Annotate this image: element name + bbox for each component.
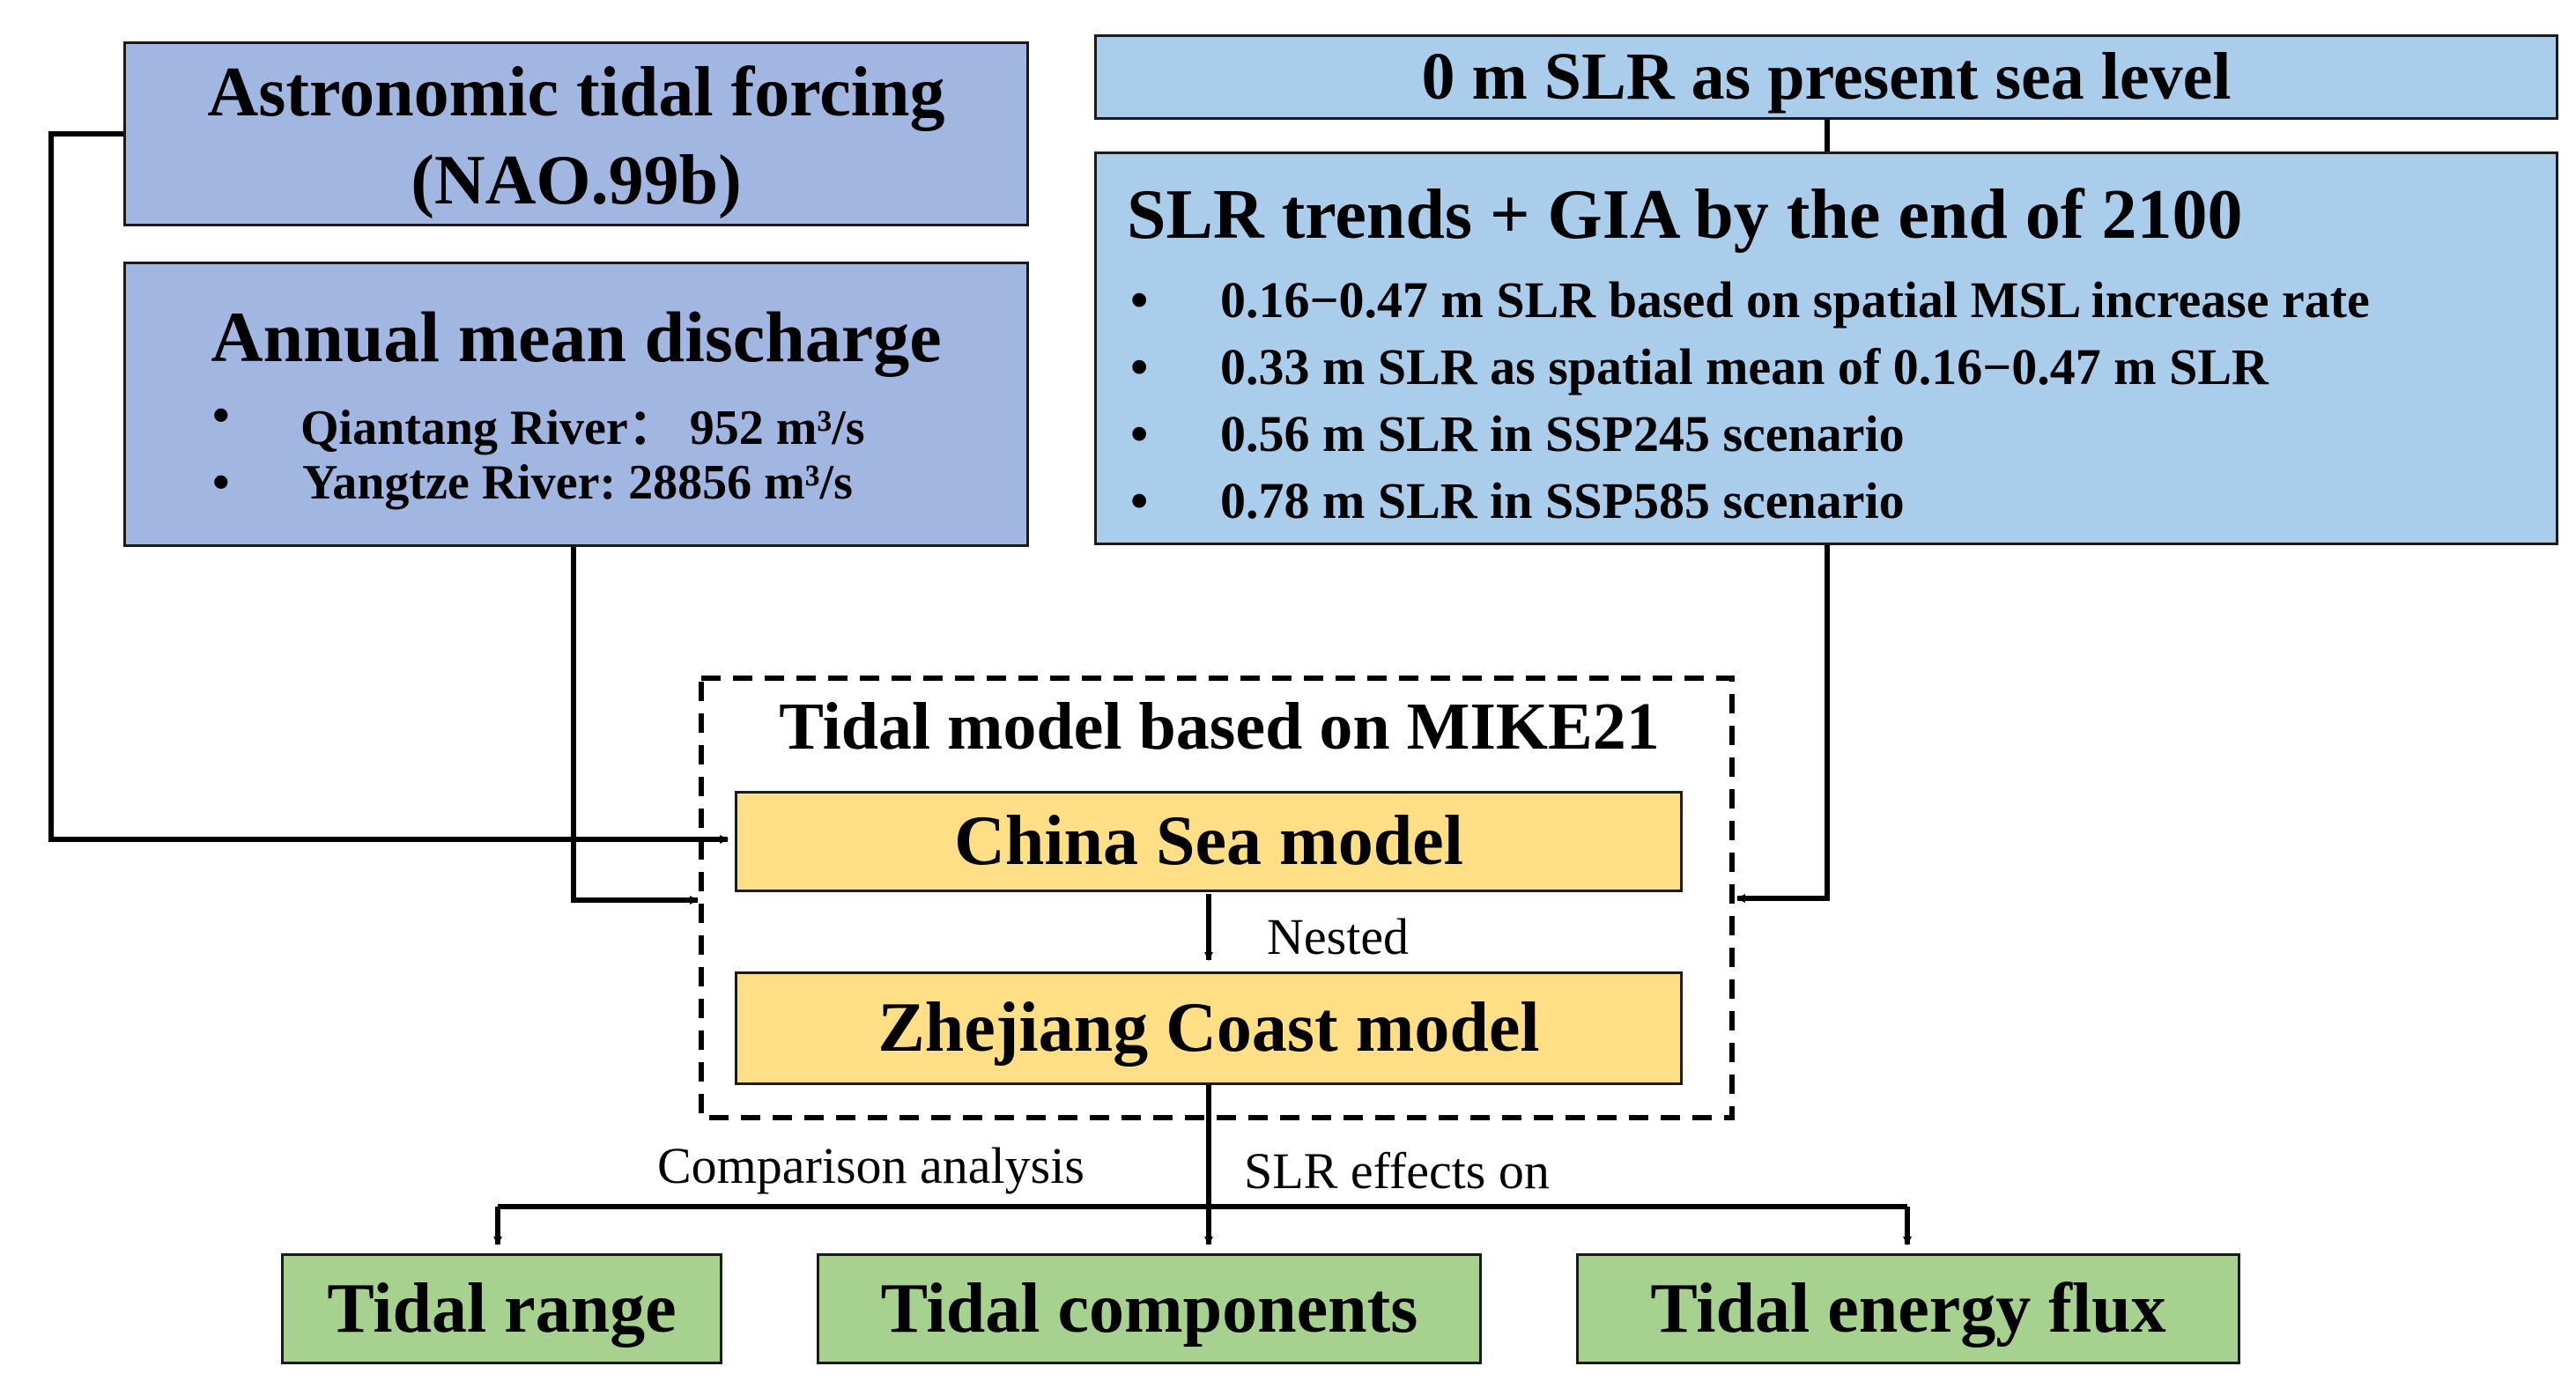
nested-label: Nested: [1267, 908, 1410, 965]
tidal-model-dashed-frame: [699, 676, 1735, 1120]
bullet-icon: •: [212, 455, 230, 510]
slr-trends-box: SLR trends + GIA by the end of 2100 • 0.…: [1094, 151, 2558, 545]
discharge-item-text: Yangtze River: 28856 m³/s: [302, 455, 853, 510]
zhejiang-coast-model-label: Zhejiang Coast model: [877, 989, 1540, 1067]
discharge-item-text: Qiantang River： 952 m³/s: [300, 401, 865, 455]
bullet-icon: •: [1130, 338, 1149, 395]
astronomic-title-line1: Astronomic tidal forcing: [207, 54, 945, 131]
bullet-icon: •: [1130, 271, 1149, 329]
comparison-analysis-label: Comparison analysis: [657, 1137, 1084, 1194]
annual-mean-discharge-box: Annual mean discharge • Qiantang River： …: [123, 262, 1029, 547]
bullet-icon: •: [1130, 472, 1149, 529]
present-sea-level-title: 0 m SLR as present sea level: [1421, 40, 2232, 114]
tidal-energy-flux-label: Tidal energy flux: [1650, 1269, 2166, 1348]
discharge-to-china-sea-arrow: [571, 546, 699, 905]
china-sea-model-label: China Sea model: [954, 802, 1463, 880]
china-sea-model-box: China Sea model: [735, 791, 1683, 892]
zhejiang-coast-model-box: Zhejiang Coast model: [735, 971, 1683, 1085]
slr-effects-label: SLR effects on: [1244, 1142, 1550, 1200]
tidal-range-box: Tidal range: [281, 1253, 722, 1364]
astronomic-title-line2: (NAO.99b): [411, 142, 742, 219]
bullet-icon: •: [1130, 405, 1149, 462]
present-sea-level-box: 0 m SLR as present sea level: [1094, 34, 2558, 120]
slr-item-text: 0.16−0.47 m SLR based on spatial MSL inc…: [1220, 271, 2370, 329]
slr-item-text: 0.56 m SLR in SSP245 scenario: [1220, 405, 1905, 462]
slr-trends-title: SLR trends + GIA by the end of 2100: [1127, 176, 2243, 254]
tidal-model-title: Tidal model based on MIKE21: [779, 690, 1660, 764]
slr-item-text: 0.78 m SLR in SSP585 scenario: [1220, 472, 1905, 529]
slr-item-text: 0.33 m SLR as spatial mean of 0.16−0.47 …: [1220, 338, 2269, 395]
astronomic-tidal-forcing-box: Astronomic tidal forcing (NAO.99b): [123, 41, 1029, 226]
slr-to-tidal-model-arrow: [1736, 544, 1830, 903]
bullet-icon: •: [212, 388, 230, 443]
tidal-components-box: Tidal components: [817, 1253, 1482, 1364]
tidal-range-label: Tidal range: [327, 1269, 677, 1348]
tidal-components-label: Tidal components: [880, 1269, 1418, 1348]
astronomic-to-china-sea-arrow: [48, 131, 729, 844]
tidal-energy-flux-box: Tidal energy flux: [1576, 1253, 2240, 1364]
discharge-title: Annual mean discharge: [211, 297, 942, 377]
